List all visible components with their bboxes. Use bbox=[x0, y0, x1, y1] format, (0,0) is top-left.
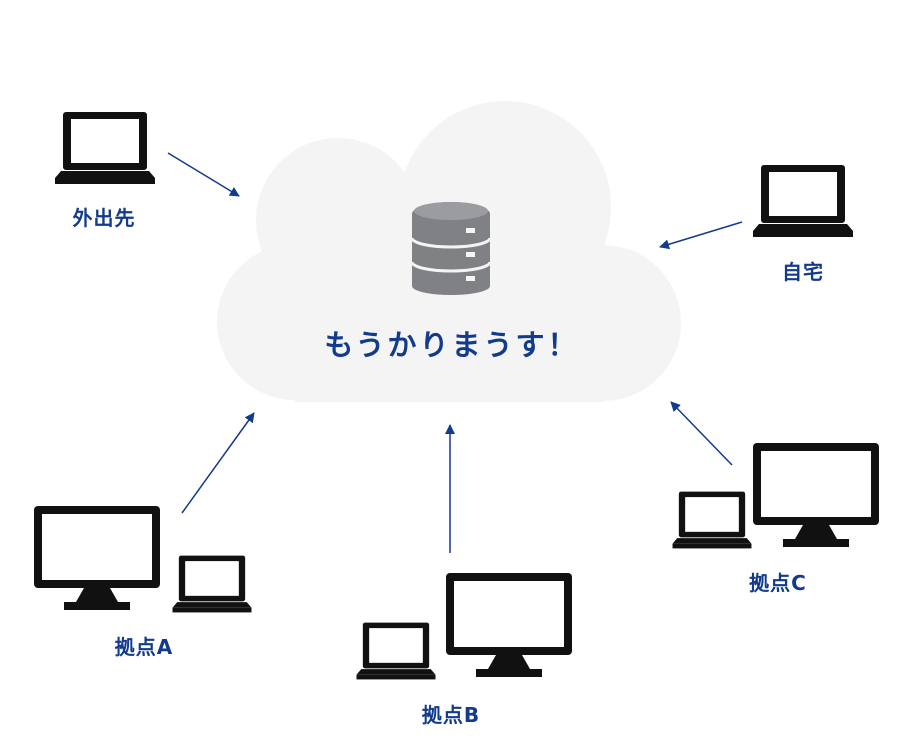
node-label-site-b: 拠点B bbox=[421, 703, 481, 727]
laptop-icon bbox=[672, 491, 752, 549]
arrow-site-a-to-cloud bbox=[181, 412, 255, 514]
laptop-icon bbox=[55, 112, 155, 184]
database-icon bbox=[410, 202, 492, 295]
monitor-icon bbox=[446, 573, 572, 677]
laptop-icon bbox=[753, 165, 853, 237]
arrow-remote-to-cloud bbox=[167, 152, 240, 197]
node-label-site-c: 拠点C bbox=[749, 571, 807, 595]
monitor-icon bbox=[34, 506, 160, 610]
arrow-home-to-cloud bbox=[659, 221, 743, 250]
node-label-home: 自宅 bbox=[782, 260, 824, 284]
monitor-icon bbox=[753, 443, 879, 547]
node-label-site-a: 拠点A bbox=[114, 635, 174, 659]
cloud-label: もうかりまうす！ bbox=[324, 328, 580, 362]
laptop-icon bbox=[356, 622, 436, 680]
node-label-remote: 外出先 bbox=[72, 206, 136, 230]
laptop-icon bbox=[172, 555, 252, 613]
arrow-site-c-to-cloud bbox=[670, 401, 733, 466]
